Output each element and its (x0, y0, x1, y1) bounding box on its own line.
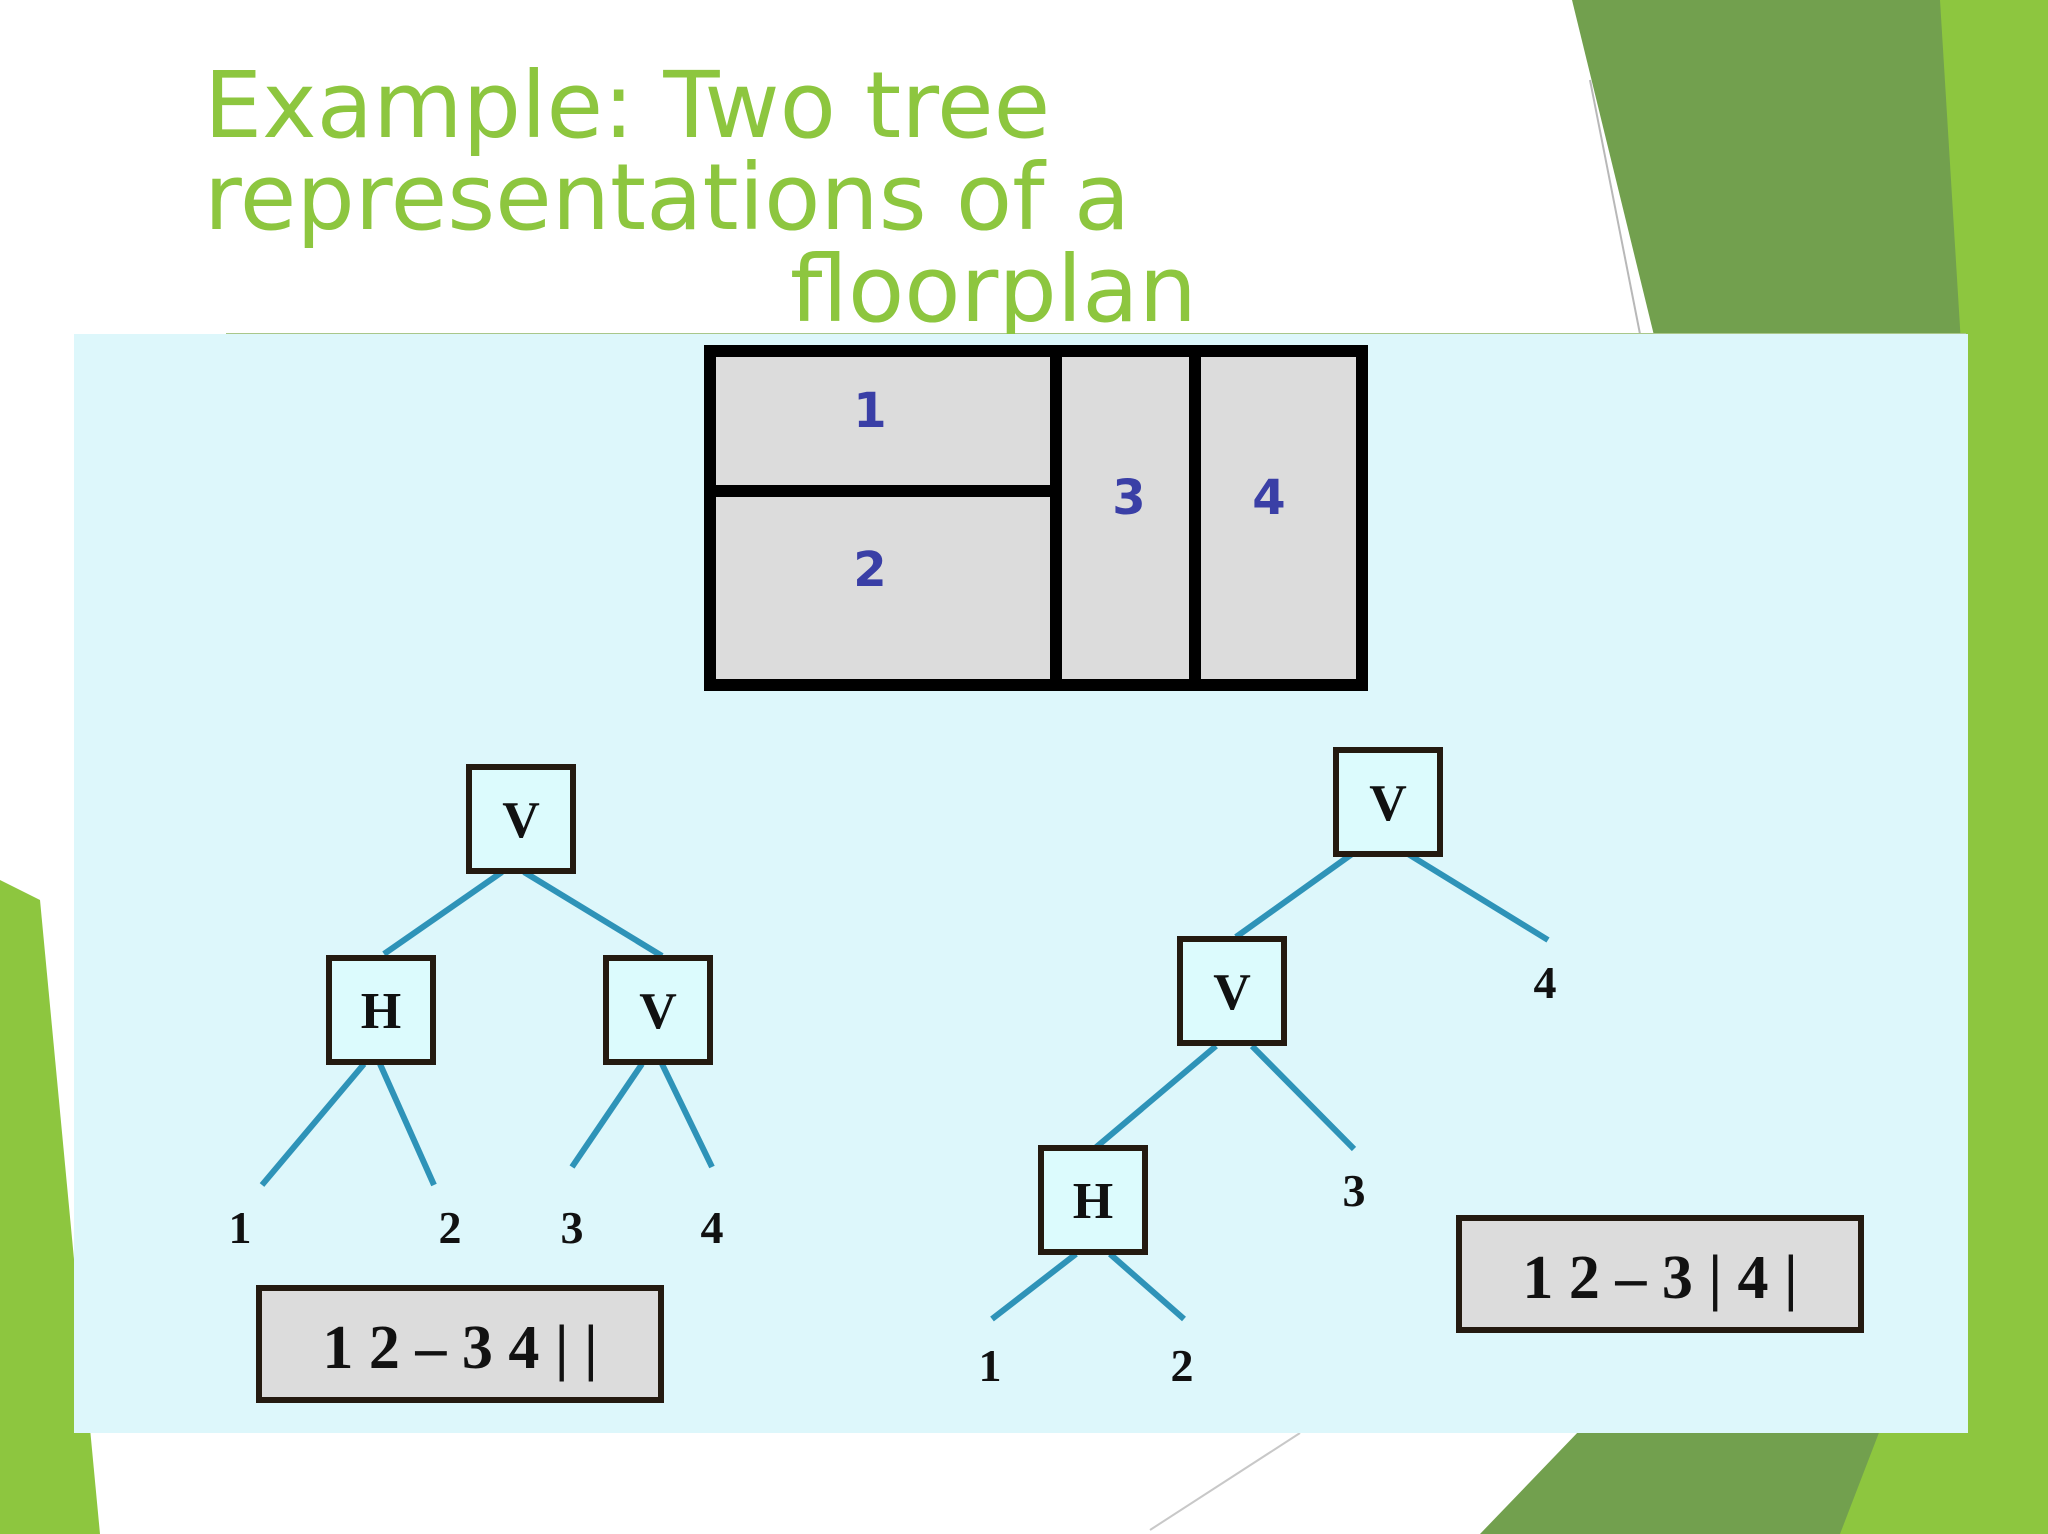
node-label: H (1073, 1173, 1113, 1230)
tree-node (1038, 1145, 1148, 1255)
leaf-label: 2 (439, 1202, 462, 1253)
tree-node (466, 764, 576, 874)
edge (382, 869, 504, 957)
tree-node (1333, 747, 1443, 857)
node-label: V (1213, 964, 1251, 1021)
room-3-label: 3 (1112, 470, 1145, 526)
edge (1234, 851, 1354, 940)
node-label: H (361, 983, 401, 1040)
thin-guide-line-bottom (1149, 1432, 1301, 1531)
edge (569, 1062, 645, 1169)
leaf-label: 4 (701, 1202, 724, 1253)
leaf-label: 1 (229, 1202, 252, 1253)
room-2-label: 2 (853, 542, 886, 598)
expression-text: 1 2 – 3 4 | | (322, 1314, 597, 1382)
node-label: V (639, 983, 677, 1040)
tree-node (603, 955, 713, 1065)
node-label: V (502, 792, 540, 849)
floorplan: 1 2 3 4 (704, 345, 1368, 691)
leaf-label: 4 (1534, 957, 1557, 1008)
thin-guide-line (1589, 79, 1641, 335)
floorplan-outline (704, 345, 1368, 691)
tree-node (1177, 936, 1287, 1046)
expression-text: 1 2 – 3 | 4 | (1522, 1244, 1797, 1312)
edge (522, 869, 664, 959)
leaf-label: 1 (979, 1340, 1002, 1391)
title-line-1: Example: Two tree (204, 52, 1051, 159)
room-1-label: 1 (853, 383, 886, 439)
title-line-3: floorplan (790, 236, 1197, 343)
bottom-right-accent-light (1840, 1430, 2048, 1534)
edge (1108, 1251, 1186, 1322)
edge (1406, 851, 1550, 943)
edge (377, 1062, 437, 1187)
leaf-label: 3 (1343, 1165, 1366, 1216)
floorplan-tree-diagram: 1 2 3 4 V H V 1 2 3 4 1 2 – 3 4 | | (229, 345, 1864, 1403)
tree-right: V V H 4 3 1 2 1 2 – 3 | 4 | (979, 747, 1864, 1391)
diagram-panel: 1 2 3 4 V H V 1 2 3 4 1 2 – 3 4 | | (74, 334, 1968, 1433)
leaf-label: 2 (1171, 1340, 1194, 1391)
right-accent-light (1940, 0, 2048, 360)
leaf-label: 3 (561, 1202, 584, 1253)
expression-box (256, 1285, 664, 1403)
node-label: V (1369, 775, 1407, 832)
room-4-label: 4 (1252, 470, 1285, 526)
edge (1092, 1043, 1218, 1152)
tree-node (326, 955, 436, 1065)
edge (1249, 1043, 1357, 1152)
right-accent-dark (1572, 0, 2048, 360)
tree-left: V H V 1 2 3 4 1 2 – 3 4 | | (229, 764, 724, 1403)
right-accent-panel-edge (1966, 330, 2048, 1450)
expression-box (1456, 1215, 1864, 1333)
title-line-2: representations of a (204, 144, 1131, 251)
edge (659, 1062, 715, 1169)
edge (990, 1251, 1078, 1322)
edge (259, 1062, 367, 1187)
